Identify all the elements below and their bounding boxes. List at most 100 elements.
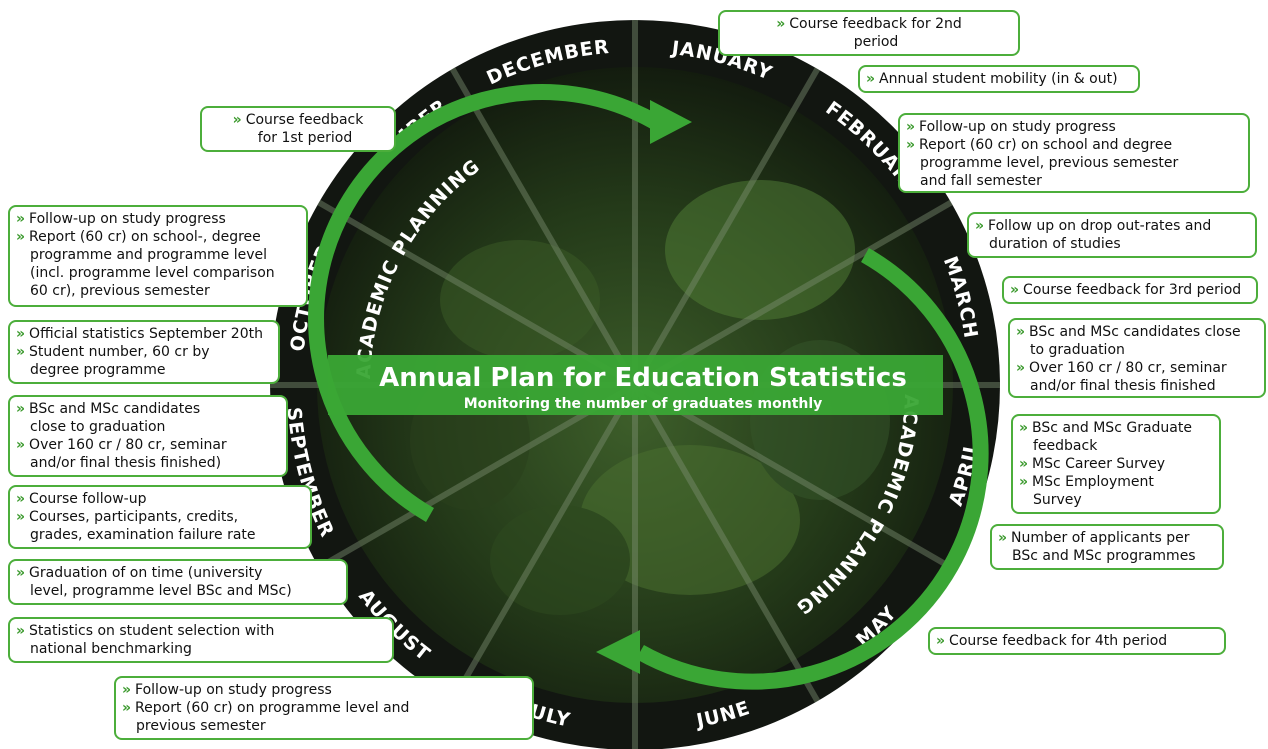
- note-line: »Over 160 cr / 80 cr, seminar: [16, 436, 280, 454]
- note-line: feedback: [1019, 437, 1213, 455]
- segment-divider: [317, 199, 637, 388]
- note-line: »BSc and MSc candidates: [16, 400, 280, 418]
- note-text: and/or final thesis finished: [1030, 378, 1216, 394]
- note-line: »Student number, 60 cr by: [16, 343, 272, 361]
- note-line: national benchmarking: [16, 640, 386, 658]
- note-text: 60 cr), previous semester: [30, 283, 210, 299]
- note-text: Official statistics September 20th: [29, 326, 263, 342]
- note-text: Course feedback for 2nd: [789, 16, 962, 32]
- note-text: duration of studies: [989, 236, 1121, 252]
- note-line: »Course feedback: [208, 111, 388, 129]
- segment-divider: [633, 382, 953, 571]
- note-text: Graduation of on time (university: [29, 565, 263, 581]
- bullet-icon: »: [776, 16, 786, 32]
- bullet-icon: »: [16, 437, 26, 453]
- title-band: [328, 355, 943, 415]
- bullet-icon: »: [975, 218, 985, 234]
- note-line: grades, examination failure rate: [16, 526, 304, 544]
- segment-divider: [632, 383, 821, 703]
- bullet-icon: »: [1016, 324, 1026, 340]
- note-text: MSc Career Survey: [1032, 456, 1166, 472]
- diagram-title: Annual Plan for Education Statistics: [379, 363, 907, 393]
- segment-divider: [632, 67, 821, 387]
- note-text: BSc and MSc programmes: [1012, 548, 1196, 564]
- note-line: »Follow-up on study progress: [906, 118, 1242, 136]
- note-text: Over 160 cr / 80 cr, seminar: [1029, 360, 1227, 376]
- note-may-course-feedback: »Course feedback for 4th period: [928, 627, 1226, 655]
- note-text: Course follow-up: [29, 491, 147, 507]
- diagram-subtitle: Monitoring the number of graduates month…: [464, 396, 823, 412]
- note-line: for 1st period: [208, 129, 388, 147]
- segment-divider: [633, 199, 953, 388]
- note-text: programme level, previous semester: [920, 155, 1179, 171]
- bullet-icon: »: [998, 530, 1008, 546]
- note-line: Survey: [1019, 491, 1213, 509]
- arrow-head-bottom: [596, 630, 640, 674]
- arrow-head-top: [650, 100, 692, 144]
- note-october-study-progress: »Follow-up on study progress»Report (60 …: [8, 205, 308, 307]
- note-text: BSc and MSc Graduate: [1032, 420, 1192, 436]
- bullet-icon: »: [232, 112, 242, 128]
- note-text: Course feedback for 4th period: [949, 633, 1168, 649]
- note-text: Follow-up on study progress: [135, 682, 332, 698]
- note-line: and fall semester: [906, 172, 1242, 190]
- note-text: feedback: [1033, 438, 1098, 454]
- bullet-icon: »: [1019, 420, 1029, 436]
- note-text: and fall semester: [920, 173, 1042, 189]
- segment-divider: [449, 383, 638, 703]
- note-line: previous semester: [122, 717, 526, 735]
- bullet-icon: »: [16, 401, 26, 417]
- note-text: national benchmarking: [30, 641, 192, 657]
- bullet-icon: »: [122, 682, 132, 698]
- note-line: »BSc and MSc Graduate: [1019, 419, 1213, 437]
- note-line: and/or final thesis finished): [16, 454, 280, 472]
- note-text: Statistics on student selection with: [29, 623, 275, 639]
- cycle-arrow-top: [308, 84, 659, 522]
- note-line: BSc and MSc programmes: [998, 547, 1216, 565]
- note-line: duration of studies: [975, 235, 1249, 253]
- note-text: Over 160 cr / 80 cr, seminar: [29, 437, 227, 453]
- note-line: degree programme: [16, 361, 272, 379]
- bullet-icon: »: [1016, 360, 1026, 376]
- note-text: and/or final thesis finished): [30, 455, 222, 471]
- note-text: Number of applicants per: [1011, 530, 1190, 546]
- note-line: »Over 160 cr / 80 cr, seminar: [1016, 359, 1258, 377]
- note-line: period: [726, 33, 1012, 51]
- note-text: Follow-up on study progress: [29, 211, 226, 227]
- note-line: »Statistics on student selection with: [16, 622, 386, 640]
- note-line: »Official statistics September 20th: [16, 325, 272, 343]
- bullet-icon: »: [906, 119, 916, 135]
- note-line: »BSc and MSc candidates close: [1016, 323, 1258, 341]
- note-text: programme and programme level: [30, 247, 268, 263]
- bullet-icon: »: [16, 344, 26, 360]
- bullet-icon: »: [16, 509, 26, 525]
- bullet-icon: »: [906, 137, 916, 153]
- bullet-icon: »: [16, 491, 26, 507]
- note-text: Student number, 60 cr by: [29, 344, 210, 360]
- bullet-icon: »: [122, 700, 132, 716]
- note-text: Follow up on drop out-rates and: [988, 218, 1212, 234]
- note-text: Follow-up on study progress: [919, 119, 1116, 135]
- note-february: »Follow-up on study progress»Report (60 …: [898, 113, 1250, 193]
- note-line: »Report (60 cr) on school and degree: [906, 136, 1242, 154]
- note-text: BSc and MSc candidates: [29, 401, 201, 417]
- note-line: »Annual student mobility (in & out): [866, 70, 1132, 88]
- cycle-arrow-bottom: [636, 248, 989, 690]
- note-text: Annual student mobility (in & out): [879, 71, 1118, 87]
- note-text: to graduation: [1030, 342, 1125, 358]
- note-july: »Follow-up on study progress»Report (60 …: [114, 676, 534, 740]
- bullet-icon: »: [16, 623, 26, 639]
- note-line: »MSc Career Survey: [1019, 455, 1213, 473]
- note-march-course-feedback: »Course feedback for 3rd period: [1002, 276, 1258, 304]
- segment-divider: [317, 382, 637, 571]
- note-line: »Follow up on drop out-rates and: [975, 217, 1249, 235]
- segment-divider: [449, 67, 638, 387]
- bullet-icon: »: [16, 229, 26, 245]
- note-line: to graduation: [1016, 341, 1258, 359]
